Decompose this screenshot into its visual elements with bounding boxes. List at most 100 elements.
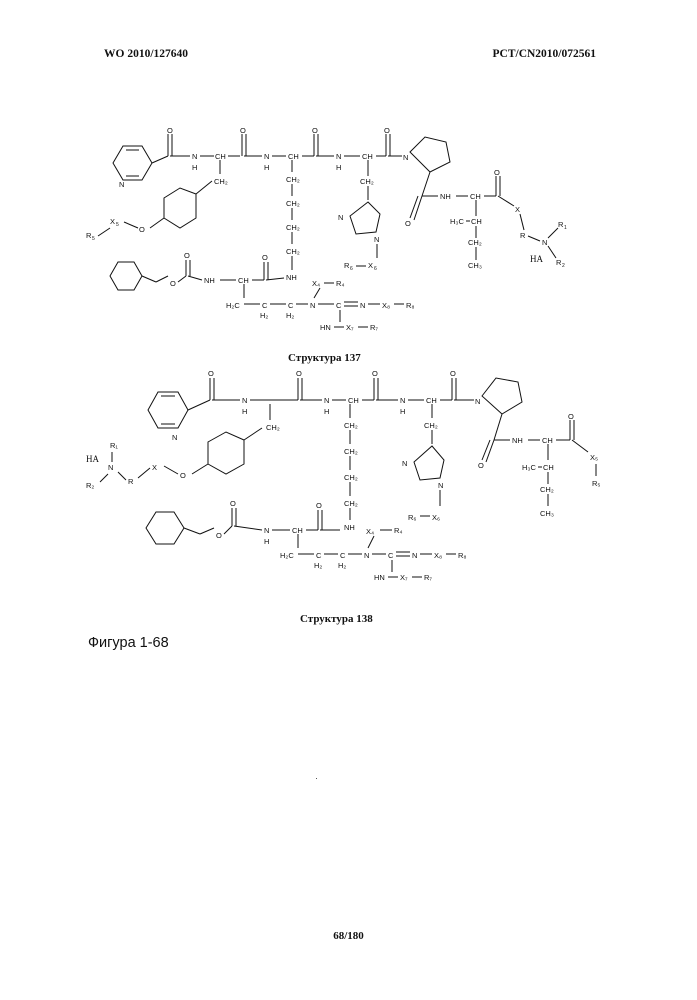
svg-text:C: C [262,301,268,310]
svg-text:R: R [128,477,134,486]
svg-text:N: N [310,301,315,310]
svg-text:O: O [230,499,236,508]
svg-text:CH₂: CH₂ [344,473,358,482]
svg-text:CH: CH [362,152,373,161]
structure-137: N O NH CH O NH CH O NH CH [86,126,567,332]
svg-text:6: 6 [374,266,377,272]
pyridine-ring [113,146,152,180]
svg-text:H: H [264,537,269,546]
svg-text:5: 5 [92,236,95,242]
svg-text:N: N [438,481,443,490]
svg-text:R₅: R₅ [592,479,600,488]
proline-ring [410,137,450,172]
svg-text:O: O [494,168,500,177]
svg-text:X: X [515,205,520,214]
svg-text:CH: CH [215,152,226,161]
svg-text:2: 2 [562,263,565,269]
svg-text:O: O [316,501,322,510]
svg-text:O: O [240,126,246,135]
svg-text:N: N [108,463,113,472]
svg-text:CH₂: CH₂ [286,199,300,208]
svg-text:N: N [364,551,369,560]
svg-text:CH: CH [470,192,481,201]
proline-ring [482,378,522,414]
svg-text:O: O [208,369,214,378]
svg-text:CH₂: CH₂ [266,423,280,432]
svg-text:O: O [139,225,145,234]
svg-text:O: O [296,369,302,378]
svg-text:H₂: H₂ [338,561,346,570]
svg-text:R₆: R₆ [408,513,416,522]
svg-text:6: 6 [350,266,353,272]
svg-text:O: O [478,461,484,470]
svg-text:R₄: R₄ [336,279,344,288]
svg-text:O: O [405,219,411,228]
svg-text:CH: CH [426,396,437,405]
svg-text:CH₂: CH₂ [344,447,358,456]
svg-text:CH: CH [543,463,554,472]
svg-text:R₇: R₇ [424,573,432,582]
svg-text:X₈: X₈ [434,551,442,560]
svg-text:CH: CH [292,526,303,535]
svg-text:N: N [402,459,407,468]
svg-text:N: N [172,433,177,442]
svg-text:H: H [336,163,341,172]
svg-text:CH: CH [288,152,299,161]
svg-text:NH: NH [440,192,451,201]
svg-text:R₂: R₂ [86,481,94,490]
svg-text:X₈: X₈ [382,301,390,310]
svg-text:CH: CH [238,276,249,285]
svg-text:O: O [568,412,574,421]
benzyl-ring [110,262,142,290]
figure-label: Фигура 1-68 [88,635,169,651]
svg-text:R: R [520,231,526,240]
svg-text:CH₃: CH₃ [540,509,554,518]
svg-text:H: H [242,407,247,416]
svg-text:H: H [264,163,269,172]
svg-text:NH: NH [344,523,355,532]
svg-text:X₆: X₆ [432,513,440,522]
svg-text:O: O [180,471,186,480]
svg-text:CH: CH [471,217,482,226]
svg-text:N: N [360,301,365,310]
svg-text:CH₂: CH₂ [540,485,554,494]
svg-text:NH: NH [512,436,523,445]
svg-text:N: N [324,396,329,405]
svg-text:HN: HN [374,573,385,582]
svg-text:CH₂: CH₂ [286,247,300,256]
svg-text:X₇: X₇ [346,323,354,332]
svg-text:O: O [450,369,456,378]
svg-text:H: H [192,163,197,172]
svg-text:N: N [336,152,341,161]
svg-text:H₃C: H₃C [450,217,464,226]
svg-text:CH₂: CH₂ [344,499,358,508]
svg-text:R₁: R₁ [110,441,118,450]
svg-text:CH₂: CH₂ [360,177,374,186]
svg-text:5: 5 [116,222,119,228]
svg-text:NH: NH [204,276,215,285]
svg-text:X: X [152,463,157,472]
svg-text:X₇: X₇ [400,573,408,582]
svg-text:CH₃: CH₃ [468,261,482,270]
page-number: 68/180 [0,930,697,942]
svg-text:HA: HA [86,454,99,464]
svg-text:H₂: H₂ [286,311,294,320]
svg-text:O: O [184,251,190,260]
svg-text:O: O [262,253,268,262]
svg-text:R₈: R₈ [458,551,467,560]
svg-text:C: C [316,551,322,560]
svg-text:R₇: R₇ [370,323,378,332]
svg-text:CH₂: CH₂ [344,421,358,430]
svg-text:CH: CH [348,396,359,405]
svg-text:N: N [264,526,269,535]
phenyl-ring [208,432,244,474]
benzyl-ring [146,512,184,544]
svg-text:N: N [242,396,247,405]
structure-137-caption: Структура 137 [288,352,361,364]
svg-text:N: N [338,213,343,222]
svg-text:H₂: H₂ [260,311,268,320]
structure-138-caption: Структура 138 [300,613,373,625]
svg-text:N: N [400,396,405,405]
svg-text:CH₂: CH₂ [424,421,438,430]
